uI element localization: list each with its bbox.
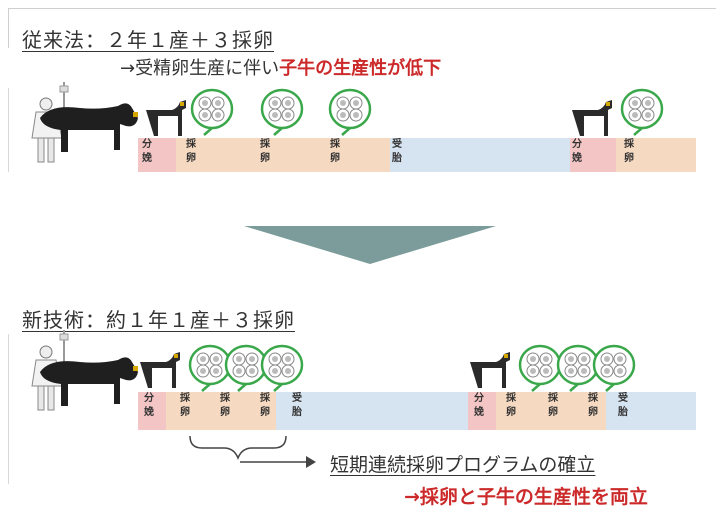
conception-segment	[390, 138, 570, 172]
egg-bubble-icon	[262, 90, 302, 135]
frame-left-line	[8, 8, 9, 48]
conception-segment	[606, 392, 696, 430]
label-collection: 採卵	[506, 393, 516, 418]
collection-segment	[496, 392, 606, 430]
subtitle-prefix: →受精卵生産に伴い	[120, 58, 280, 79]
collection-segment	[176, 138, 390, 172]
timeline-band-conventional	[138, 138, 696, 172]
label-calving: 分娩	[142, 139, 152, 164]
new-technology-title: 新技術：約１年１産＋３採卵	[22, 308, 295, 332]
label-collection: 採卵	[548, 393, 558, 418]
egg-bubble-icon	[558, 346, 598, 391]
calf-icon	[146, 100, 186, 136]
label-collection: 採卵	[260, 393, 270, 418]
calving-segment	[570, 138, 616, 172]
frame-left-line	[8, 88, 9, 172]
frame-left-line	[8, 334, 9, 484]
right-arrow-icon	[240, 456, 316, 468]
egg-bubble-icon	[226, 346, 266, 391]
conventional-method-subtitle: →受精卵生産に伴い子牛の生産性が低下	[120, 54, 441, 80]
label-collection: 採卵	[260, 139, 270, 164]
egg-bubble-icon	[190, 346, 230, 391]
egg-bubble-icon	[622, 90, 662, 135]
label-calving: 分娩	[572, 139, 582, 164]
label-conception: 受胎	[618, 393, 628, 418]
label-calving: 分娩	[144, 393, 154, 418]
collection-segment	[166, 392, 276, 430]
calving-segment	[138, 138, 176, 172]
conclusion-label: →採卵と子牛の生産性を両立	[404, 486, 648, 508]
egg-bubble-icon	[520, 346, 560, 391]
frame-top-line	[8, 8, 716, 9]
conception-segment	[276, 392, 468, 430]
label-collection: 採卵	[588, 393, 598, 418]
label-conception: 受胎	[392, 139, 402, 164]
calf-icon	[470, 352, 510, 388]
label-conception: 受胎	[292, 393, 302, 418]
label-collection: 採卵	[624, 139, 634, 164]
bracket-icon	[189, 435, 287, 461]
label-calving: 分娩	[474, 393, 484, 418]
egg-bubble-icon	[192, 90, 232, 135]
label-collection: 採卵	[186, 139, 196, 164]
egg-bubble-icon	[262, 346, 302, 391]
triangle-arrow-icon	[244, 226, 496, 264]
collection-segment	[616, 138, 696, 172]
label-collection: 採卵	[180, 393, 190, 418]
label-collection: 採卵	[220, 393, 230, 418]
calf-icon	[572, 100, 612, 136]
egg-bubble-icon	[330, 90, 370, 135]
subtitle-highlight: 子牛の生産性が低下	[279, 58, 442, 79]
egg-bubble-icon	[594, 346, 634, 391]
cow-icon	[40, 357, 138, 406]
conventional-method-title: 従来法：２年１産＋３採卵	[22, 28, 274, 52]
cow-icon	[40, 103, 138, 152]
program-label: 短期連続採卵プログラムの確立	[330, 454, 596, 476]
calving-segment	[468, 392, 496, 430]
timeline-band-new	[138, 392, 696, 430]
calf-icon	[140, 352, 180, 388]
label-collection: 採卵	[330, 139, 340, 164]
calving-segment	[138, 392, 166, 430]
